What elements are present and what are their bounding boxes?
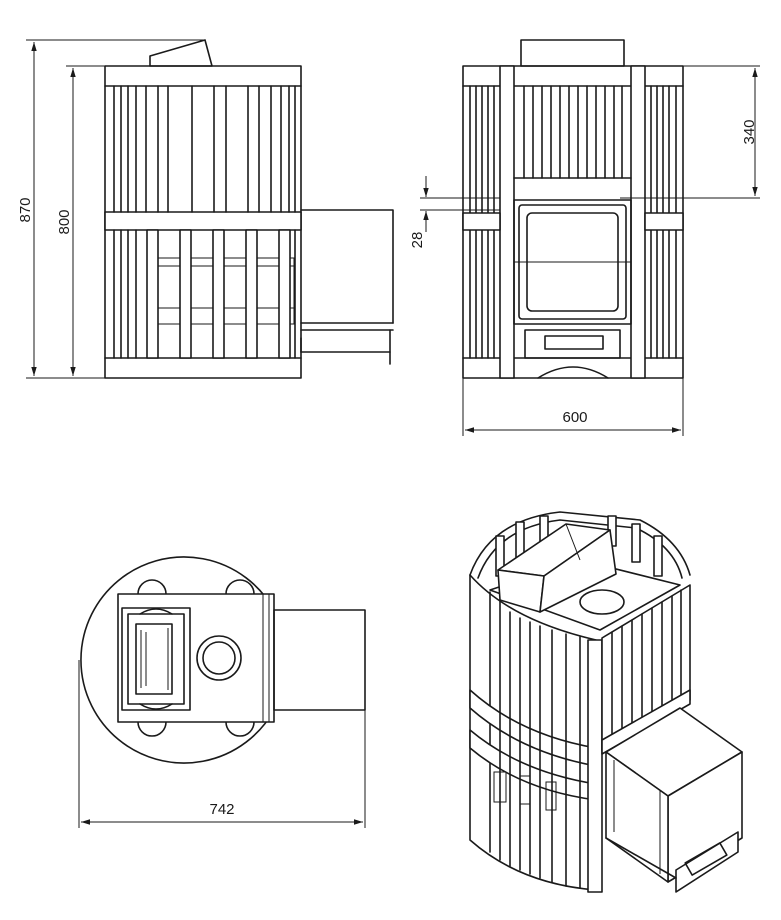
- front-chimney: [520, 39, 625, 67]
- plan-pipe-outer: [196, 635, 242, 681]
- iso-right-side: [601, 584, 691, 755]
- front-center-bars: [513, 85, 632, 179]
- side-view: 870 800: [17, 39, 394, 379]
- dim-742-label: 742: [209, 801, 234, 818]
- plan-tunnel: [273, 609, 366, 711]
- dim-front-width: 600: [462, 378, 684, 436]
- side-upper-bars: [113, 85, 296, 213]
- plan-stone-box: [121, 607, 191, 711]
- iso-pipe: [579, 589, 625, 615]
- front-left-bars: [462, 85, 501, 359]
- front-view: 340 28 600: [409, 39, 760, 436]
- iso-tunnel: [605, 707, 743, 893]
- plan-pipe-inner: [202, 641, 236, 675]
- dim-600-label: 600: [562, 409, 587, 426]
- dim-340-label: 340: [741, 119, 758, 144]
- side-tunnel: [300, 209, 394, 365]
- front-ashbox: [524, 329, 621, 379]
- dim-plan-depth: 742: [78, 660, 366, 828]
- dim-870-label: 870: [17, 197, 34, 222]
- isometric-view: [469, 511, 743, 893]
- dim-body-height: 800: [56, 65, 105, 376]
- front-door: [513, 199, 632, 325]
- plan-top-plate: [117, 593, 275, 723]
- side-chimney: [149, 39, 213, 67]
- iso-stone-box: [497, 523, 617, 613]
- iso-back-bars: [495, 515, 663, 577]
- dim-800-label: 800: [56, 209, 73, 234]
- iso-front-post: [587, 639, 603, 893]
- dim-28-label: 28: [409, 232, 426, 249]
- dim-top-to-door: 340: [620, 65, 760, 199]
- front-right-bars: [644, 85, 684, 359]
- dim-door-offset: 28: [409, 176, 500, 248]
- plan-view: 742: [78, 556, 366, 828]
- iso-front-bars: [499, 599, 581, 889]
- dim-overall-height: 870: [17, 39, 205, 379]
- side-lower-bars: [113, 229, 296, 359]
